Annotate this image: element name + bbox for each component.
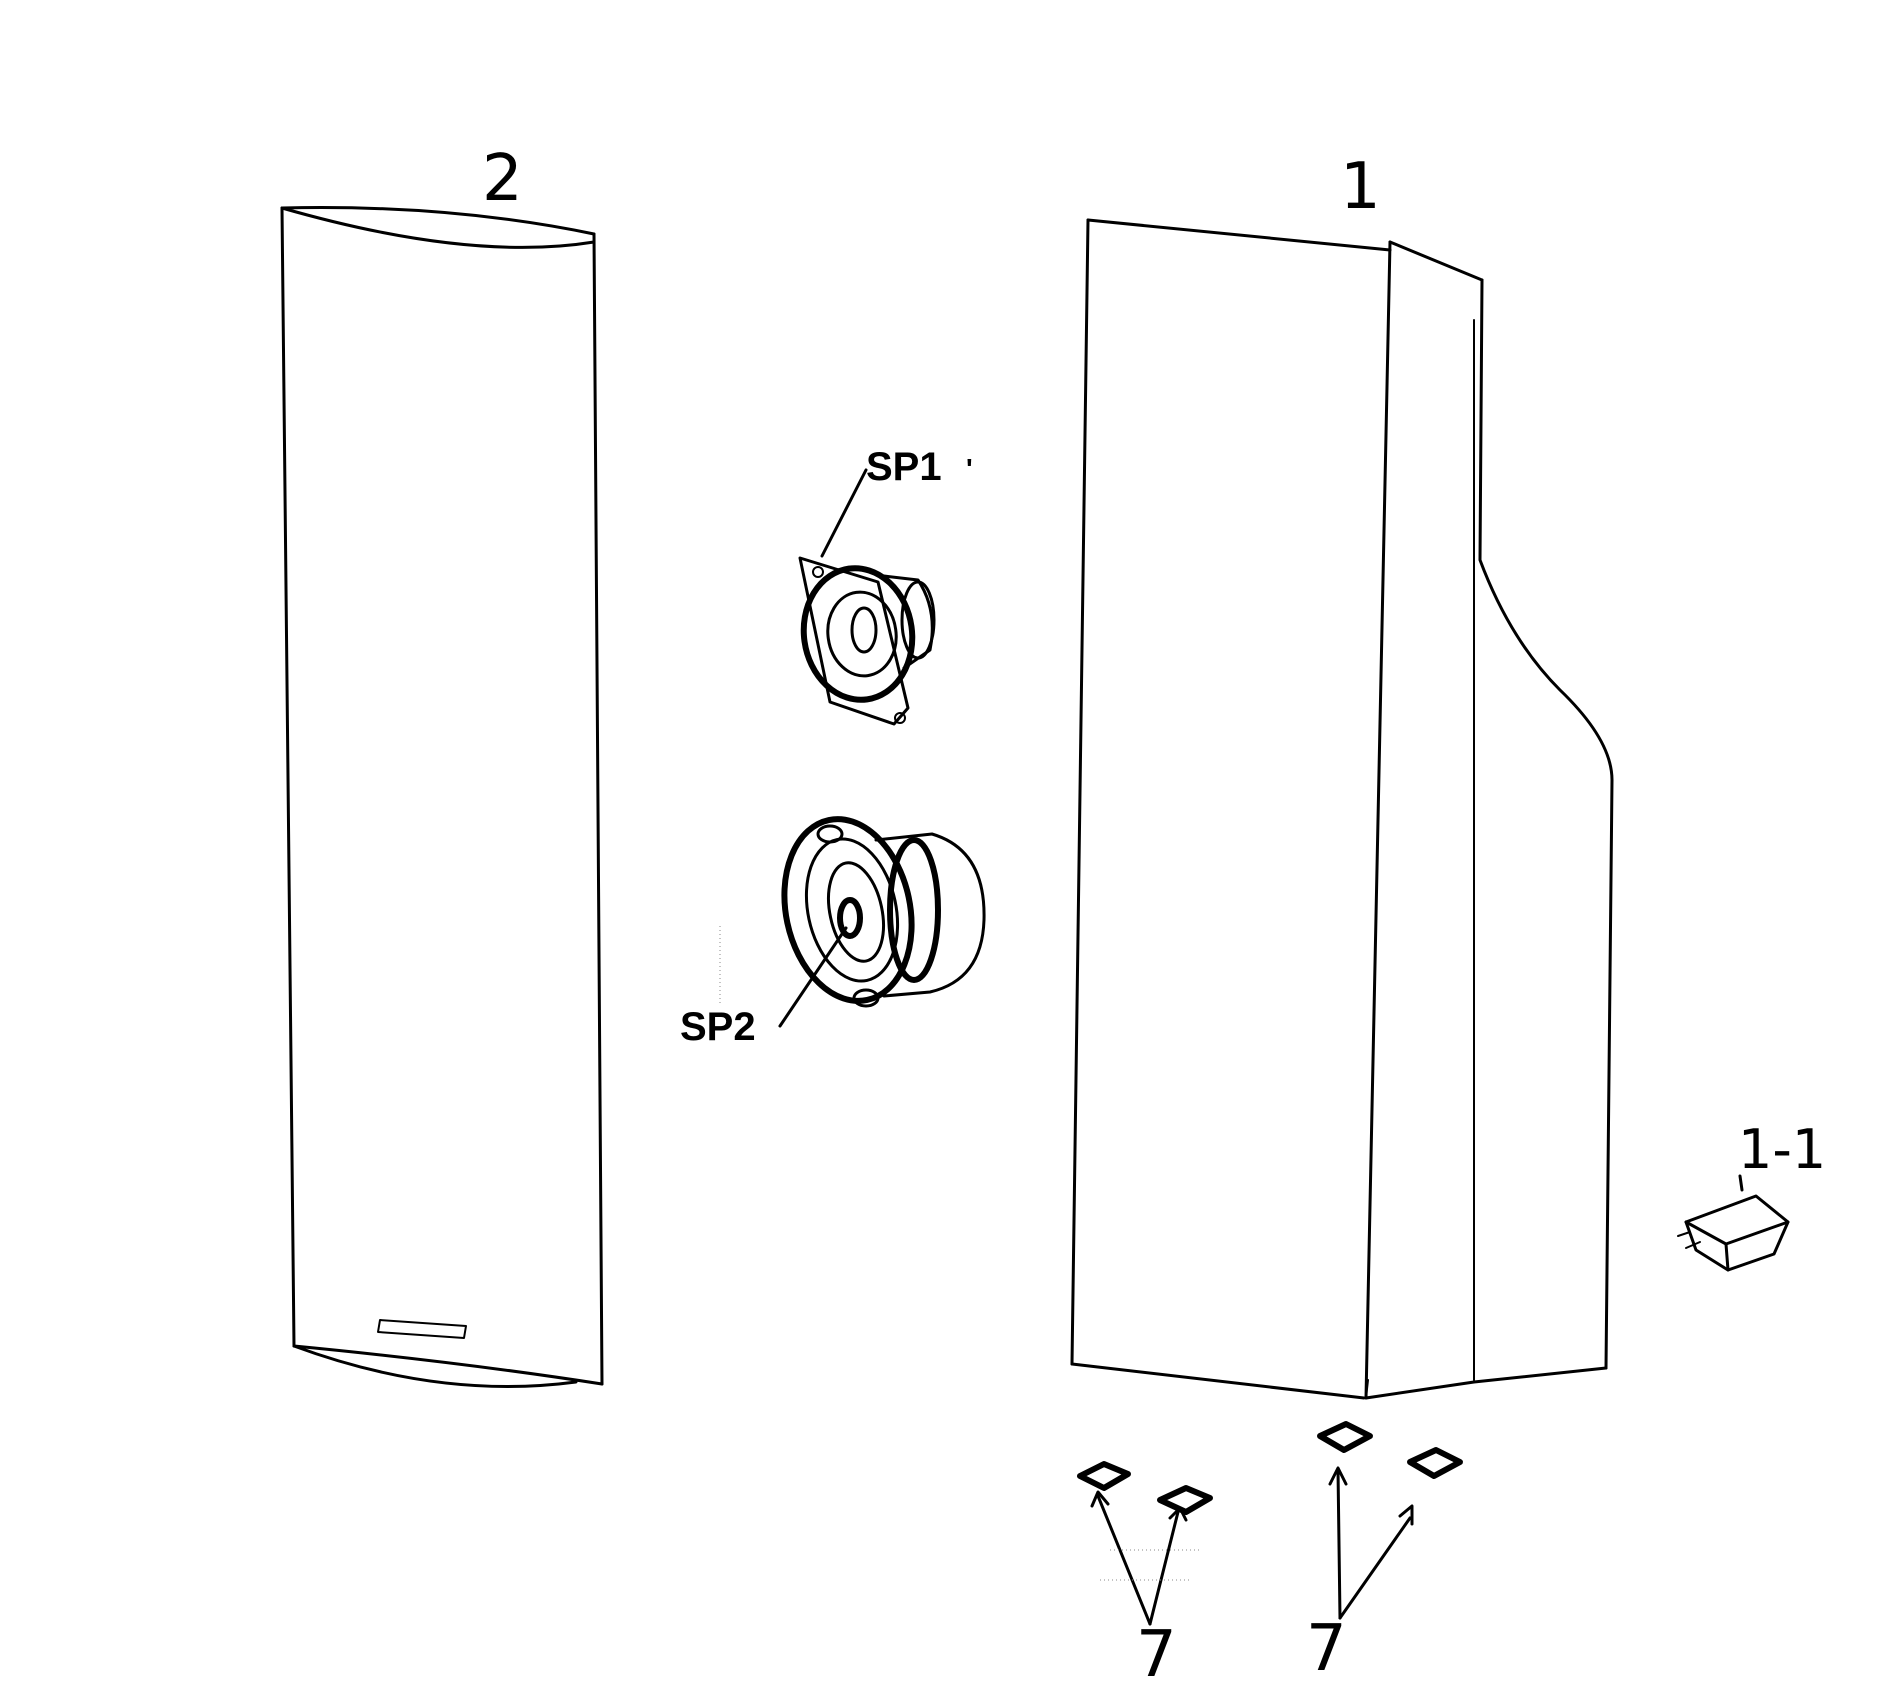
front-panel-bottom-back	[292, 1344, 604, 1386]
tweeter-leader-line	[820, 468, 868, 558]
tweeter-dome	[850, 606, 878, 654]
foot-2	[1157, 1485, 1213, 1515]
foot-1-arrow	[1096, 1494, 1152, 1626]
cabinet	[1070, 218, 1614, 1400]
cabinet-corner-tick	[1365, 1379, 1369, 1399]
cabinet-side-top-edge	[1388, 240, 1484, 282]
label-woofer: SP2	[680, 1005, 756, 1049]
tweeter-screw-2	[894, 712, 906, 724]
label-feet-left: 7	[1136, 1618, 1177, 1692]
woofer-sp2	[719, 816, 986, 1028]
foot-3-arrow	[1336, 1468, 1342, 1620]
front-panel	[280, 206, 604, 1388]
scan-speckle	[1100, 1549, 1200, 1581]
foot-4-arrowhead	[1398, 1504, 1414, 1526]
detail-part-leader	[1738, 1174, 1744, 1192]
foot-3	[1317, 1421, 1373, 1453]
feet-group-left	[1077, 1461, 1213, 1626]
woofer-basket-rim	[887, 837, 941, 983]
label-tweeter: SP1	[866, 445, 942, 489]
foot-1	[1077, 1461, 1131, 1491]
cabinet-side-bottom-edge	[1364, 1366, 1608, 1400]
foot-4-arrow	[1338, 1516, 1412, 1620]
foot-3-arrowhead	[1328, 1466, 1348, 1486]
front-panel-slot	[377, 1319, 467, 1339]
cabinet-front-bottom-edge	[1070, 1362, 1366, 1400]
tweeter-sp1	[798, 468, 936, 726]
detail-part-front-edge	[1724, 1242, 1730, 1272]
cabinet-front-top-edge	[1086, 218, 1392, 252]
tweeter-screw-1	[812, 566, 824, 578]
front-panel-top-front	[280, 206, 596, 249]
label-feet-right: 7	[1306, 1612, 1347, 1686]
feet-group-right	[1317, 1421, 1463, 1620]
front-panel-top-back	[280, 206, 596, 236]
woofer-dust-cap	[837, 897, 863, 939]
tweeter-cone	[826, 590, 898, 678]
tweeter-outer-ring	[800, 565, 916, 703]
foot-1-arrowhead	[1090, 1490, 1110, 1508]
detail-part-ticks	[1677, 1231, 1701, 1249]
cabinet-side-rear-profile	[1478, 278, 1614, 1370]
detail-part	[1677, 1174, 1790, 1272]
tweeter-mounting-plate	[798, 556, 910, 726]
woofer-magnet-outline	[874, 832, 986, 998]
woofer-outer-frame	[781, 816, 915, 1004]
tweeter-magnet-back	[900, 580, 936, 660]
foot-4	[1407, 1447, 1463, 1479]
foot-2-arrow	[1148, 1510, 1180, 1626]
front-panel-right-edge	[592, 232, 604, 1386]
label-front-panel: 2	[482, 142, 523, 216]
front-panel-bottom-front	[292, 1344, 578, 1388]
label-tweeter-tick: '	[966, 453, 973, 484]
woofer-cone	[827, 861, 885, 963]
woofer-ear-top	[816, 824, 844, 844]
foot-2-arrowhead	[1168, 1506, 1188, 1522]
detail-part-top-edge	[1684, 1220, 1790, 1246]
cabinet-front-left-edge	[1070, 218, 1090, 1366]
detail-part-body	[1684, 1194, 1790, 1272]
label-cabinet: 1	[1340, 150, 1381, 224]
woofer-ear-bottom	[852, 988, 880, 1008]
woofer-leader-line	[778, 926, 848, 1028]
cabinet-front-right-edge	[1364, 240, 1392, 1400]
front-panel-left-edge	[280, 206, 296, 1348]
label-detail-part: 1-1	[1738, 1118, 1826, 1181]
